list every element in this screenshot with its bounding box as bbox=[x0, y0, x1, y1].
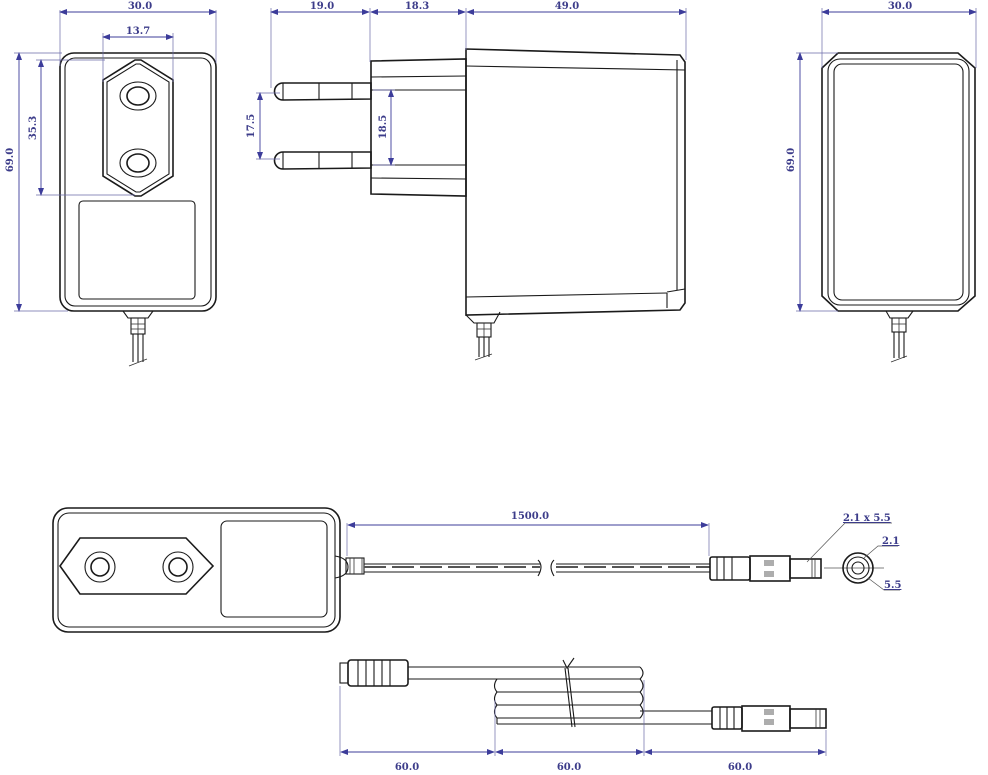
cable-coil bbox=[493, 657, 712, 728]
segment-2-label: 60.0 bbox=[557, 762, 581, 773]
cable-view: 1500.0 2.1 x 5.5 2.1 5.5 bbox=[52, 507, 901, 633]
connector-leader bbox=[806, 522, 892, 563]
plug-base-gap-label: 18.5 bbox=[378, 115, 389, 139]
width-label: 30.0 bbox=[128, 1, 152, 12]
coiled-cable-view: 60.0 60.0 60.0 bbox=[339, 657, 827, 773]
front-view: 30.0 13.7 69.0 35.3 bbox=[5, 0, 217, 367]
inner-diameter-label: 2.1 bbox=[882, 536, 899, 547]
eu-plug-outline bbox=[102, 59, 174, 197]
adapter-body-outline bbox=[59, 52, 217, 312]
plug-base-outline bbox=[370, 58, 467, 197]
cable-view-adapter bbox=[52, 507, 341, 633]
cable-tie bbox=[564, 667, 573, 728]
connector-size-label: 2.1 x 5.5 bbox=[843, 513, 891, 524]
coiled-left-connector bbox=[339, 659, 409, 687]
body-depth-label: 49.0 bbox=[555, 1, 579, 12]
pin-spacing-label: 17.5 bbox=[246, 114, 257, 138]
cable-view-plug-outline bbox=[59, 537, 215, 595]
break-mark bbox=[128, 358, 148, 367]
height-label: 69.0 bbox=[5, 148, 16, 172]
coiled-right-connector bbox=[711, 705, 827, 732]
outer-diameter-label: 5.5 bbox=[884, 580, 901, 591]
pin-bottom bbox=[273, 151, 372, 170]
pin-length-label: 19.0 bbox=[310, 1, 334, 12]
side-body-outline bbox=[465, 48, 686, 316]
pin-hole-bottom bbox=[119, 148, 157, 178]
segment-1-label: 60.0 bbox=[395, 762, 419, 773]
label-panel bbox=[78, 200, 196, 300]
cable-strain-relief bbox=[122, 310, 154, 319]
back-view: 30.0 69.0 bbox=[786, 0, 977, 363]
cable-length-label: 1500.0 bbox=[511, 511, 549, 522]
pin-hole-top bbox=[119, 81, 157, 111]
back-height-label: 69.0 bbox=[786, 148, 797, 172]
segment-3-label: 60.0 bbox=[728, 762, 752, 773]
plug-height-label: 35.3 bbox=[28, 116, 39, 140]
dc-connector-end-view bbox=[842, 552, 874, 584]
plug-base-depth-label: 18.3 bbox=[405, 1, 429, 12]
back-body-outline bbox=[821, 52, 976, 312]
cable-break-left bbox=[537, 559, 542, 577]
cable-break-right bbox=[550, 559, 555, 577]
cable-view-label-panel bbox=[220, 520, 328, 618]
side-view: 19.0 18.3 49.0 17.5 18.5 bbox=[246, 0, 687, 361]
pin-top bbox=[273, 82, 372, 101]
back-width-label: 30.0 bbox=[888, 1, 912, 12]
dc-connector bbox=[709, 555, 884, 582]
pin-span-label: 13.7 bbox=[126, 26, 150, 37]
